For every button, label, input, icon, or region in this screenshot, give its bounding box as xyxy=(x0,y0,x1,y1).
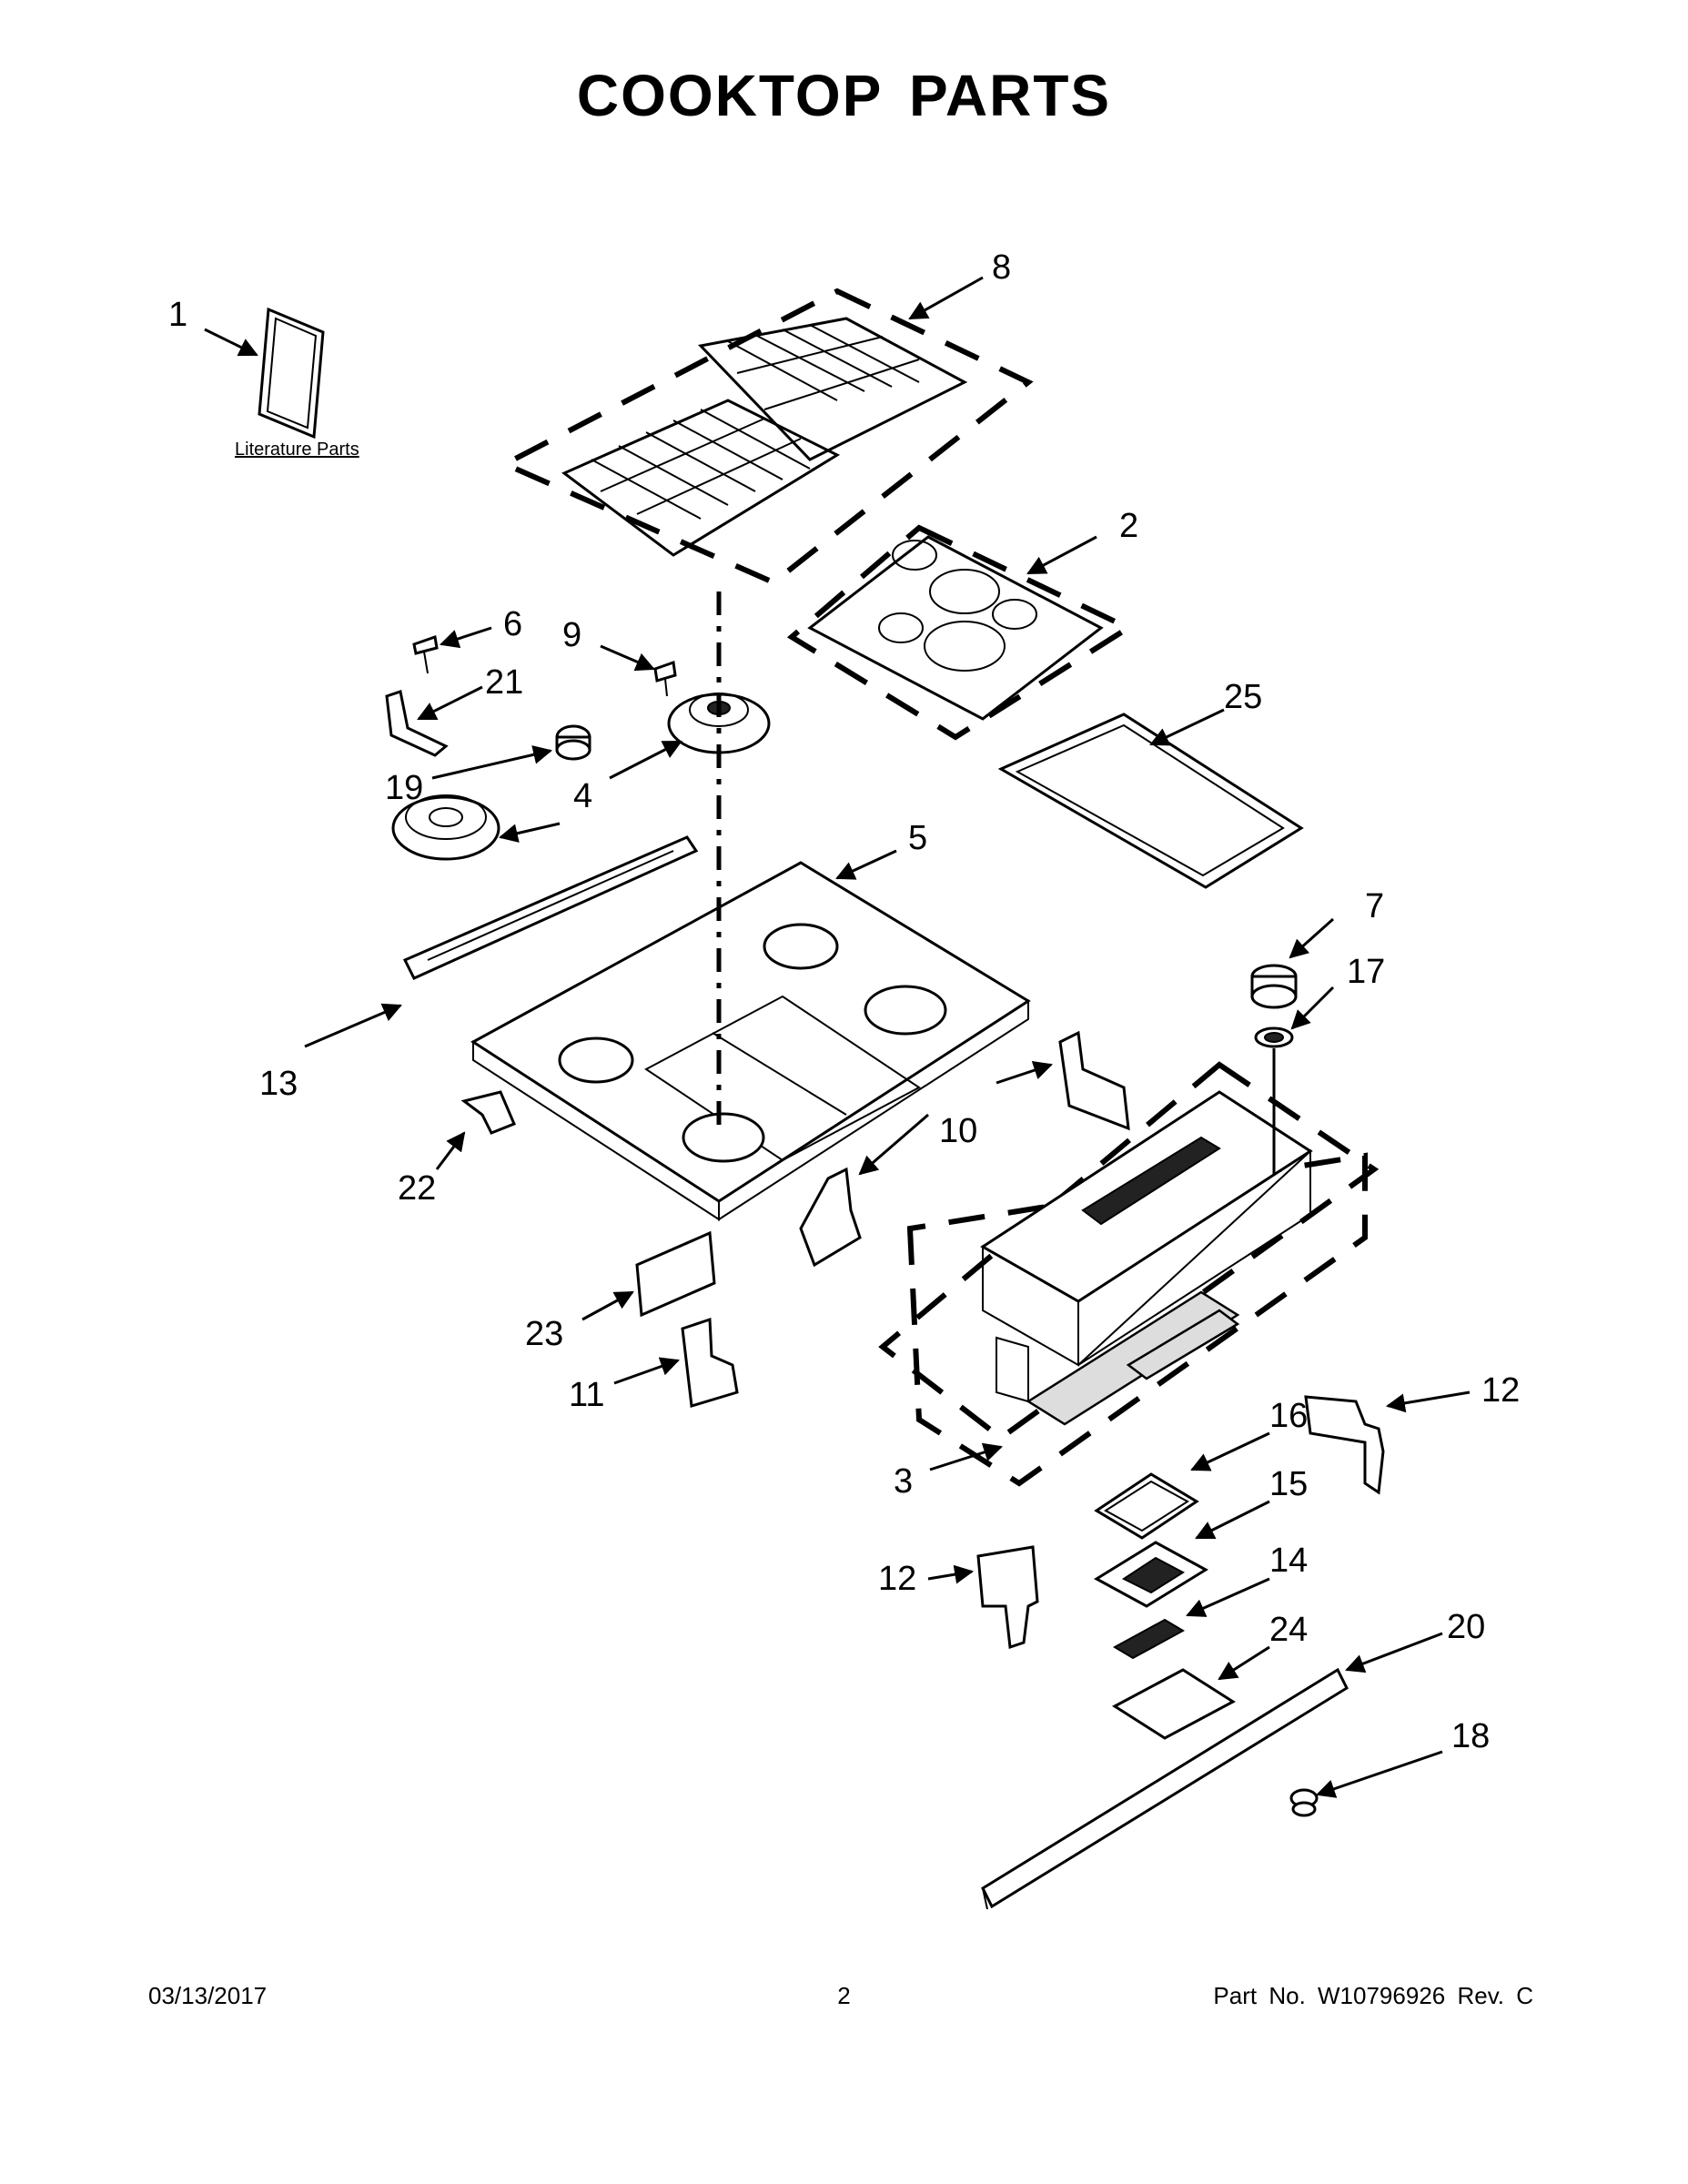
front-trim-rail xyxy=(981,1667,1349,1910)
callout-19: 19 xyxy=(385,769,423,807)
callout-10: 10 xyxy=(939,1112,977,1150)
callout-15: 15 xyxy=(1269,1465,1308,1503)
leader-arrows xyxy=(204,276,1471,1798)
callout-13: 13 xyxy=(259,1065,298,1103)
footer-date: 03/13/2017 xyxy=(148,1982,268,2009)
control-panel-assembly xyxy=(878,1061,1380,1487)
footer-page-number: 2 xyxy=(837,1982,851,2009)
callout-2: 2 xyxy=(1119,507,1138,545)
burner-assembly xyxy=(391,693,771,861)
callout-7: 7 xyxy=(1365,887,1384,925)
callout-4: 4 xyxy=(573,777,592,815)
callout-5: 5 xyxy=(908,819,927,857)
callout-3: 3 xyxy=(894,1462,913,1501)
grates xyxy=(499,288,1034,586)
footer-part-number: Part No. W10796926 Rev. C xyxy=(1213,1982,1533,2009)
cooktop-main xyxy=(470,861,1031,1221)
trim-strip xyxy=(402,835,699,980)
bracket-12-right xyxy=(1304,1395,1385,1495)
literature-booklet: Literature Parts xyxy=(235,307,359,460)
callout-11: 11 xyxy=(569,1376,604,1414)
glass-cooktop xyxy=(786,524,1135,741)
page-title: COOKTOP PARTS xyxy=(576,63,1112,128)
callout-18: 18 xyxy=(1451,1717,1490,1755)
callout-16: 16 xyxy=(1269,1397,1308,1435)
callout-21: 21 xyxy=(485,663,523,702)
callout-22: 22 xyxy=(398,1169,436,1208)
control-board-stack xyxy=(1094,1472,1236,1740)
callout-20: 20 xyxy=(1447,1608,1485,1646)
callout-12-left: 12 xyxy=(878,1560,916,1598)
brackets-left xyxy=(635,1230,739,1408)
callout-23: 23 xyxy=(525,1315,563,1353)
callout-8: 8 xyxy=(992,248,1011,287)
bracket-12-left xyxy=(976,1545,1039,1650)
callout-1: 1 xyxy=(168,296,187,334)
callout-6: 6 xyxy=(503,605,522,643)
literature-parts-label: Literature Parts xyxy=(235,440,359,460)
knob-and-bezel xyxy=(1250,964,1298,1174)
side-brackets xyxy=(799,1030,1130,1268)
callout-9: 9 xyxy=(562,616,581,654)
bracket-22 xyxy=(460,1090,516,1135)
small-hardware xyxy=(385,634,677,761)
callout-25: 25 xyxy=(1224,678,1262,716)
callout-12-right: 12 xyxy=(1481,1371,1520,1410)
callout-17: 17 xyxy=(1347,953,1385,991)
griddle-frame xyxy=(997,713,1304,889)
callout-24: 24 xyxy=(1269,1611,1308,1649)
callout-14: 14 xyxy=(1269,1542,1308,1580)
callout-numbers: 1 8 2 25 6 9 21 19 4 5 13 7 17 10 22 23 … xyxy=(168,248,1520,1755)
